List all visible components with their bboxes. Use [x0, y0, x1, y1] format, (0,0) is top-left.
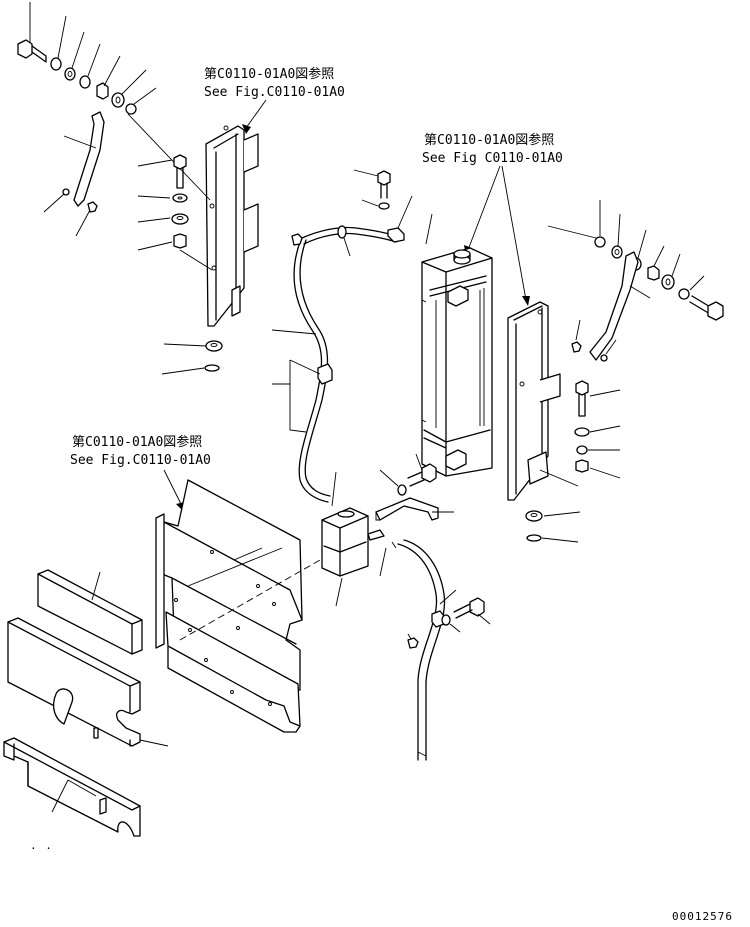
right-stay-bracket — [571, 251, 651, 362]
assembly-guide-line — [179, 559, 321, 641]
reference-label-2: 第C0110-01A0図参照 See Fig C0110-01A0 — [422, 132, 563, 306]
radiator-core — [421, 247, 493, 477]
reference-en-1: See Fig.C0110-01A0 — [204, 85, 345, 100]
reference-jp-1: 第C0110-01A0図参照 — [204, 66, 334, 82]
seal-plate-stack — [3, 569, 169, 837]
coolant-hoses — [271, 169, 457, 761]
reference-jp-2: 第C0110-01A0図参照 — [424, 132, 554, 148]
top-left-fastener-stack — [17, 2, 157, 115]
reference-label-1: 第C0110-01A0図参照 See Fig.C0110-01A0 — [204, 66, 345, 134]
margin-tick-marks: · · — [30, 842, 53, 855]
reference-en-2: See Fig C0110-01A0 — [422, 151, 563, 166]
left-small-fasteners — [137, 154, 223, 375]
drawing-number: 00012576 — [672, 910, 733, 923]
reservoir-tank — [321, 453, 491, 649]
reference-label-3: 第C0110-01A0図参照 See Fig.C0110-01A0 — [70, 434, 211, 512]
left-side-panel-bracket — [127, 113, 259, 327]
left-stay-bracket — [43, 111, 105, 237]
reference-en-3: See Fig.C0110-01A0 — [70, 453, 211, 468]
undercover-plate — [155, 479, 303, 733]
right-fastener-stack — [594, 200, 724, 321]
right-side-panel-bracket — [507, 225, 597, 501]
reference-jp-3: 第C0110-01A0図参照 — [72, 434, 202, 450]
right-small-fasteners — [525, 380, 621, 543]
